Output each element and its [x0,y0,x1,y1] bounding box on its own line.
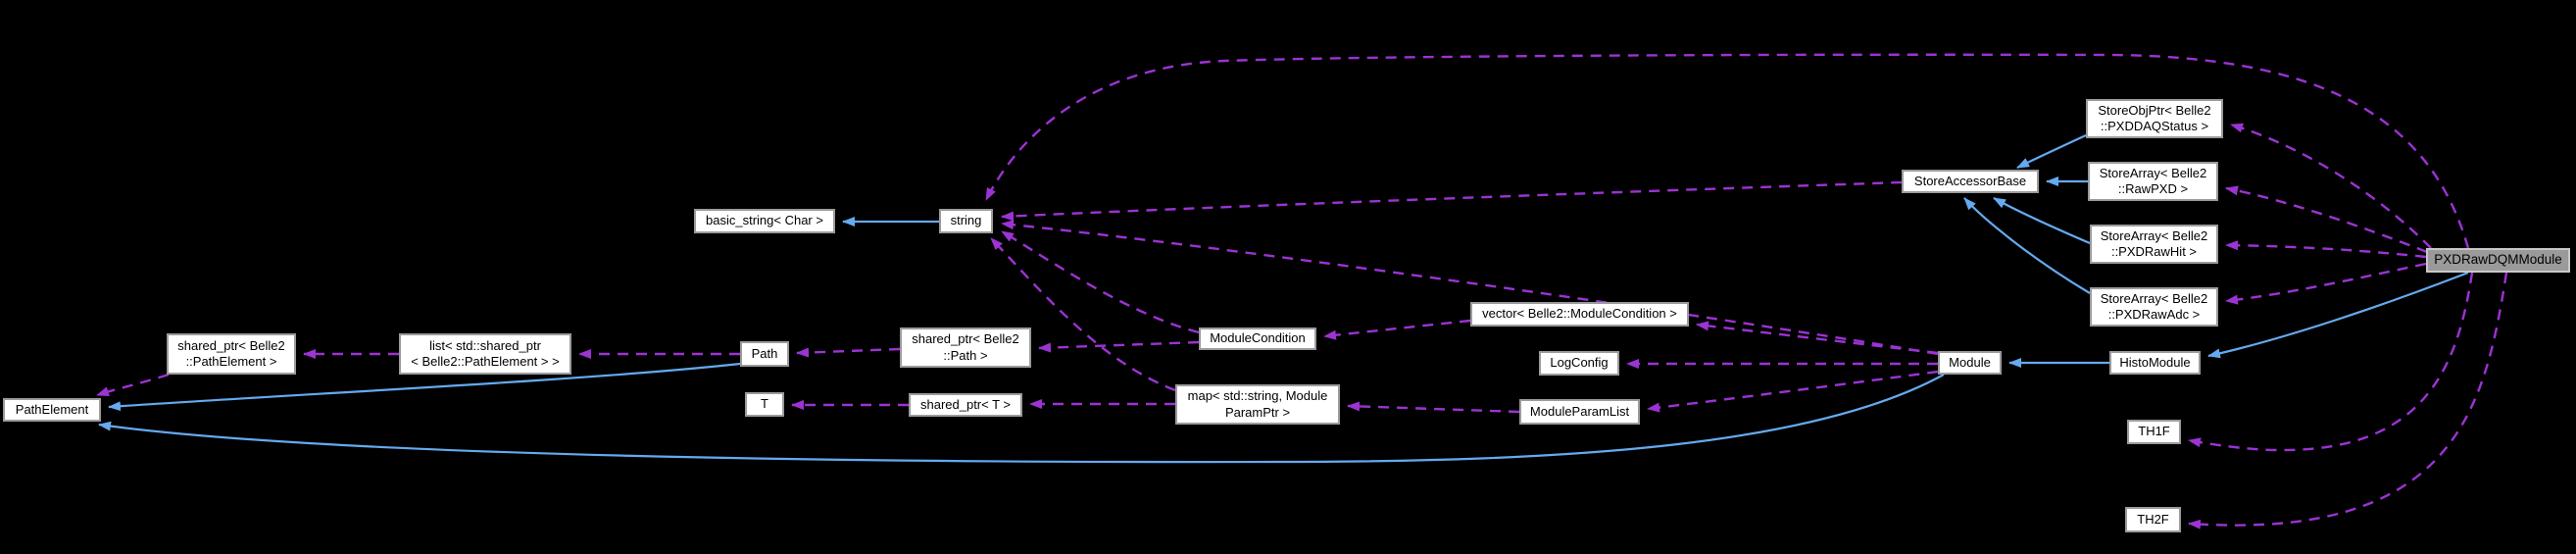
edge-moduleparamlist-to-map [1347,401,1520,414]
node-storeobjptr-pxddaqstatus[interactable]: StoreObjPtr< Belle2 ::PXDDAQStatus > [2086,99,2223,138]
edge-sppathelement-to-pathelement [96,373,170,397]
node-histomodule[interactable]: HistoModule [2109,351,2201,375]
edge-pxdrawdqmmodule-to-th1f [2188,272,2474,452]
edge-module-to-moduleparamlist [1647,370,1939,413]
edge-storearray-pxdrawhit-to-storeaccessorbase [1993,197,2091,245]
node-vector-modulecondition[interactable]: vector< Belle2::ModuleCondition > [1470,302,1689,327]
node-list-shared-ptr-pathelement[interactable]: list< std::shared_ptr < Belle2::PathElem… [399,333,571,375]
edge-pxdrawdqmmodule-to-histomodule [2207,271,2469,359]
node-shared-ptr-t[interactable]: shared_ptr< T > [909,393,1022,417]
node-shared-ptr-path[interactable]: shared_ptr< Belle2 ::Path > [900,327,1031,368]
edge-vector-to-modulecondition [1323,319,1471,340]
node-th2f[interactable]: TH2F [2125,507,2181,532]
edge-storeaccessorbase-to-string [1001,180,1903,222]
node-storearray-pxdrawhit[interactable]: StoreArray< Belle2 ::PXDRawHit > [2090,225,2218,264]
edge-module-to-vector [1696,321,1939,355]
node-t[interactable]: T [745,392,784,417]
edge-pxdrawdqmmodule-to-string [984,53,2470,249]
node-storeaccessorbase[interactable]: StoreAccessorBase [1902,170,2039,193]
node-modulecondition[interactable]: ModuleCondition [1199,327,1316,350]
node-pathelement[interactable]: PathElement [3,398,101,422]
node-th1f[interactable]: TH1F [2127,420,2181,444]
node-moduleparamlist[interactable]: ModuleParamList [1519,399,1640,425]
edge-pxdrawdqmmodule-to-th2f [2188,272,2508,529]
node-module[interactable]: Module [1938,351,2002,375]
edge-storeobjptr-to-storeaccessorbase [2016,134,2087,169]
edge-modulecondition-to-string [1001,229,1200,334]
node-basic-string[interactable]: basic_string< Char > [694,209,835,233]
edge-modulecondition-to-sppath [1038,340,1200,353]
edge-pxdrawdqmmodule-to-storearray-pxdrawadc [2225,262,2427,305]
node-pxdrawdqmmodule[interactable]: PXDRawDQMModule [2426,248,2570,273]
node-map-moduleparamptr[interactable]: map< std::string, Module ParamPtr > [1175,384,1340,425]
edge-map-to-string [990,237,1176,392]
edge-module-to-string [1001,220,1939,356]
node-logconfig[interactable]: LogConfig [1539,351,1619,376]
node-shared-ptr-pathelement[interactable]: shared_ptr< Belle2 ::PathElement > [167,333,296,375]
node-storearray-rawpxd[interactable]: StoreArray< Belle2 ::RawPXD > [2088,162,2218,201]
edge-storearray-pxdrawadc-to-storeaccessorbase [1963,197,2091,294]
edge-path-to-pathelement [108,362,741,412]
edge-pxdrawdqmmodule-to-storearray-rawpxd [2225,185,2428,254]
edge-pxdrawdqmmodule-to-storearray-pxdrawhit [2225,240,2427,259]
node-storearray-pxdrawadc[interactable]: StoreArray< Belle2 ::PXDRawAdc > [2090,287,2218,327]
edge-module-to-pathelement [98,374,1945,464]
node-path[interactable]: Path [740,341,789,367]
edge-pxdrawdqmmodule-to-storeobjptr [2230,123,2432,249]
node-string[interactable]: string [939,209,993,233]
edge-sppath-to-path [796,347,901,358]
